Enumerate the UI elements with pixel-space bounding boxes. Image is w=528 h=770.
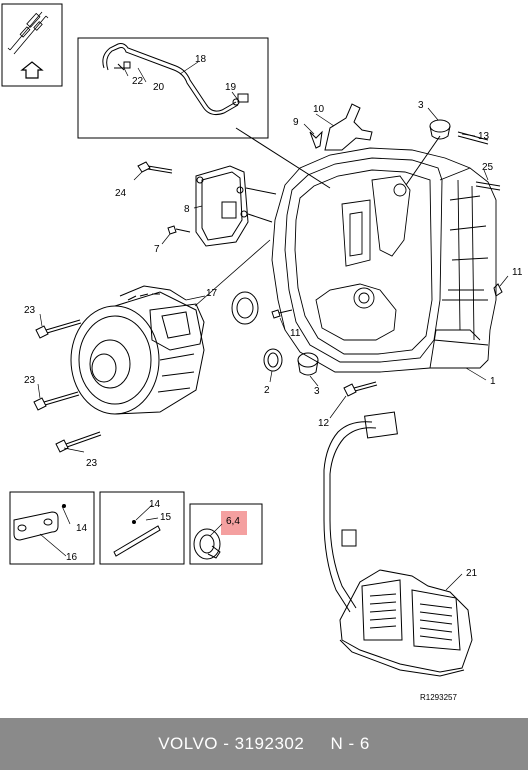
gearbox-housing <box>271 147 497 373</box>
callout-18: 18 <box>195 54 207 65</box>
figure-id: R1293257 <box>420 693 457 702</box>
callout-23-b: 23 <box>24 375 36 386</box>
orientation-box <box>1 3 63 87</box>
callout-14-b: 14 <box>149 499 161 510</box>
plug-3-top <box>429 119 451 140</box>
harness-21 <box>323 411 398 613</box>
inset-box-15 <box>99 491 185 565</box>
callout-7: 7 <box>154 244 160 255</box>
callouts: 18 22 20 19 10 9 3 13 25 24 8 7 11 17 23… <box>24 54 523 702</box>
cover-8 <box>195 165 249 247</box>
bolt-11-left <box>271 309 293 319</box>
bracket-10 <box>324 103 373 151</box>
callout-22: 22 <box>132 76 144 87</box>
inset-box-16 <box>9 491 95 565</box>
callout-23-c: 23 <box>86 458 98 469</box>
callout-6-4: 6,4 <box>226 516 240 527</box>
bolt-23-a <box>35 319 82 339</box>
callout-11-right: 11 <box>512 267 523 278</box>
up-arrow-icon <box>20 61 44 79</box>
footer-bar: VOLVO - 3192302 N - 6 <box>0 718 528 770</box>
leader-lines <box>37 61 509 591</box>
o-ring-2 <box>263 348 283 372</box>
callout-15: 15 <box>160 512 172 523</box>
callout-23-a: 23 <box>24 305 36 316</box>
screw-24 <box>137 161 173 174</box>
seal-ring <box>231 291 259 325</box>
callout-10: 10 <box>313 104 325 115</box>
callout-16: 16 <box>66 552 78 563</box>
bolt-11-right <box>493 283 503 297</box>
callout-20: 20 <box>153 82 165 93</box>
control-unit-21 <box>339 569 473 677</box>
callout-21: 21 <box>466 568 478 579</box>
callout-8: 8 <box>184 204 190 215</box>
callout-14-a: 14 <box>76 523 88 534</box>
callout-25: 25 <box>482 162 494 173</box>
callout-19: 19 <box>225 82 237 93</box>
stud-25 <box>475 181 501 191</box>
footer-gap <box>304 734 330 754</box>
electric-motor-17 <box>70 285 205 415</box>
inset-box-6-4 <box>189 503 263 565</box>
callout-13: 13 <box>478 131 490 142</box>
pipe-inset-box <box>77 37 269 139</box>
footer-separator: - <box>218 734 235 753</box>
callout-1: 1 <box>490 376 496 387</box>
highlight-6-4 <box>221 511 247 535</box>
bolt-12 <box>343 381 378 397</box>
callout-9: 9 <box>293 117 299 128</box>
footer-page: N - 6 <box>330 734 370 753</box>
inset-leader-line <box>235 127 331 189</box>
bolt-23-c <box>55 431 102 453</box>
callout-2: 2 <box>264 385 270 396</box>
plug-3-lower <box>297 352 319 376</box>
callout-17: 17 <box>206 288 218 299</box>
callout-3-top: 3 <box>418 100 424 111</box>
callout-24: 24 <box>115 188 127 199</box>
bolt-23-b <box>33 391 80 411</box>
screw-dots <box>62 504 136 524</box>
footer-brand: VOLVO <box>158 734 219 753</box>
callout-11-left: 11 <box>290 328 301 339</box>
screw-7 <box>167 225 191 235</box>
callout-12: 12 <box>318 418 330 429</box>
bolt-9 <box>309 130 323 149</box>
callout-3-lower: 3 <box>314 386 320 397</box>
parts-diagram: 18 22 20 19 10 9 3 13 25 24 8 7 11 17 23… <box>1 3 523 702</box>
footer-part-number: 3192302 <box>234 734 305 753</box>
